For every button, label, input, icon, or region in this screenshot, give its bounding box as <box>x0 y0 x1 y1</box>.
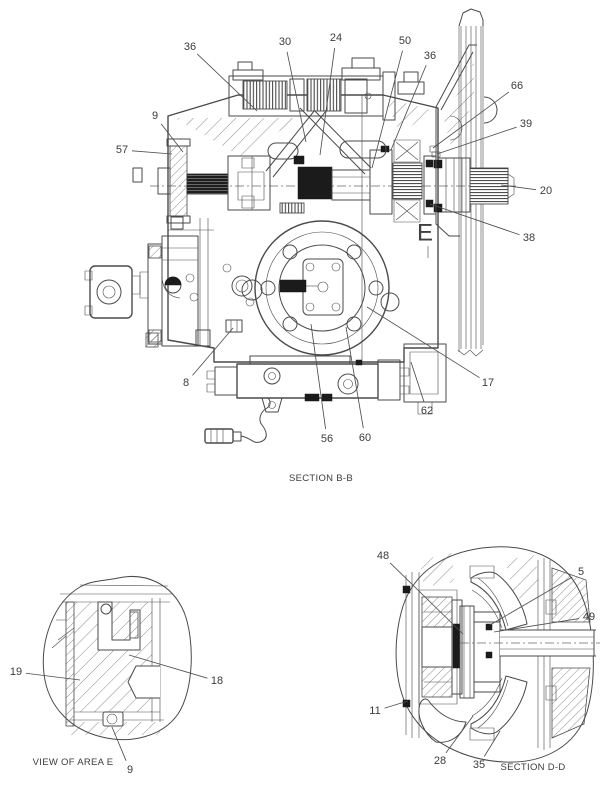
leader-line-section-dd-5 <box>489 576 573 626</box>
leader-line-section-dd-28 <box>445 715 474 754</box>
section-dd-callouts: 48 5 49 11 28 35 <box>369 550 595 771</box>
leader-line-section-bb-30 <box>286 51 307 143</box>
section-bb-caption: SECTION B-B <box>289 473 353 484</box>
callout-label-section-bb-9: 9 <box>152 110 158 122</box>
area-letter-E: E <box>417 220 433 247</box>
callout-label-section-bb-36: 36 <box>184 41 196 53</box>
view-area-e-caption: VIEW OF AREA E <box>33 757 114 768</box>
leader-line-section-bb-38 <box>429 203 520 236</box>
section-dd-drawing <box>395 546 600 763</box>
callout-label-section-bb-60: 60 <box>359 432 371 444</box>
leader-line-section-dd-48 <box>389 562 464 635</box>
clip-bolt <box>100 603 112 615</box>
drive-shaft <box>460 611 600 693</box>
disc-spring-cones <box>469 565 528 741</box>
leader-line-view-area-e-9 <box>111 726 127 761</box>
leader-line-section-bb-39 <box>436 126 517 155</box>
gear-pump <box>84 235 211 348</box>
callout-label-section-bb-38: 38 <box>523 232 535 244</box>
coupling-hub <box>418 589 475 705</box>
center-mounting-flange <box>241 220 400 356</box>
section-bb-drawing <box>84 8 516 444</box>
leader-line-section-bb-66 <box>432 91 510 149</box>
snap-ring-upper <box>485 623 493 631</box>
control-valve-assembly <box>206 355 410 413</box>
leader-line-view-area-e-19 <box>25 672 81 681</box>
callout-label-section-bb-56: 56 <box>321 433 333 445</box>
leader-line-section-bb-9 <box>160 123 184 153</box>
callout-label-section-bb-50: 50 <box>399 35 411 47</box>
control-spool <box>279 279 307 293</box>
callout-label-section-dd-5: 5 <box>578 566 584 578</box>
callout-label-section-bb-8: 8 <box>183 377 189 389</box>
callout-label-view-area-e-9: 9 <box>127 764 133 776</box>
flywheel-face <box>405 572 420 738</box>
piston-barrel-assembly <box>228 57 425 121</box>
splined-coupling-black <box>297 166 333 200</box>
plug-part-9 <box>102 711 124 727</box>
callout-label-section-bb-24: 24 <box>330 32 342 44</box>
callout-label-section-bb-17: 17 <box>482 377 494 389</box>
drive-gear-assembly <box>267 139 437 223</box>
snap-ring-lower <box>485 651 493 659</box>
notch <box>127 665 160 699</box>
callout-label-section-dd-35: 35 <box>473 759 485 771</box>
view-area-e-callouts: 19 18 9 <box>10 654 223 776</box>
callout-label-section-bb-39: 39 <box>520 118 532 130</box>
lower-right-block <box>403 343 447 415</box>
bolt-part-8 <box>225 319 243 333</box>
gear-teeth <box>392 162 423 200</box>
leader-line-section-dd-11 <box>384 700 409 709</box>
leader-line-section-bb-56 <box>310 323 327 430</box>
casting-cavity <box>418 698 467 743</box>
leader-line-section-bb-36 <box>390 65 427 151</box>
leader-line-section-bb-17 <box>366 306 480 379</box>
port-plate-details <box>161 263 255 333</box>
callout-label-section-bb-30: 30 <box>279 36 291 48</box>
callout-label-section-bb-66: 66 <box>511 80 523 92</box>
detail-bubble-outline <box>42 576 192 741</box>
section-bb-callouts: 36 30 24 50 36 66 39 20 38 9 57 8 17 62 56 60 E <box>116 32 552 445</box>
view-area-e-drawing <box>42 576 192 741</box>
callout-label-section-dd-28: 28 <box>434 755 446 767</box>
callout-label-view-area-e-19: 19 <box>10 666 22 678</box>
wire-connector <box>204 397 271 444</box>
input-flange-assembly <box>132 138 271 224</box>
leader-line-section-bb-57 <box>131 150 173 155</box>
swashplate <box>265 99 372 178</box>
leader-line-section-bb-50 <box>371 50 403 169</box>
leader-line-section-bb-60 <box>345 326 364 429</box>
leader-line-section-bb-24 <box>319 47 336 156</box>
leader-line-section-bb-20 <box>500 184 537 191</box>
callout-label-section-dd-11: 11 <box>369 705 380 717</box>
leader-line-view-area-e-18 <box>128 654 208 679</box>
callout-label-section-bb-36: 36 <box>424 50 436 62</box>
section-dd-caption: SECTION D-D <box>500 762 565 773</box>
input-spline-shaft <box>186 173 229 195</box>
retainer-clip-part-18 <box>97 601 141 651</box>
callout-label-view-area-e-18: 18 <box>211 675 223 687</box>
wire <box>240 397 271 443</box>
callout-label-section-bb-62: 62 <box>421 405 433 417</box>
leader-line-section-dd-49 <box>493 618 580 633</box>
callout-label-section-bb-20: 20 <box>540 185 552 197</box>
leader-line-section-bb-62 <box>410 361 425 402</box>
callout-label-section-dd-49: 49 <box>583 611 595 623</box>
callout-label-section-bb-57: 57 <box>116 144 128 156</box>
leader-line-section-bb-36 <box>196 53 258 112</box>
callout-label-section-dd-48: 48 <box>377 550 389 562</box>
leader-line-section-bb-8 <box>192 327 234 376</box>
leader-line-section-dd-35 <box>483 730 501 757</box>
